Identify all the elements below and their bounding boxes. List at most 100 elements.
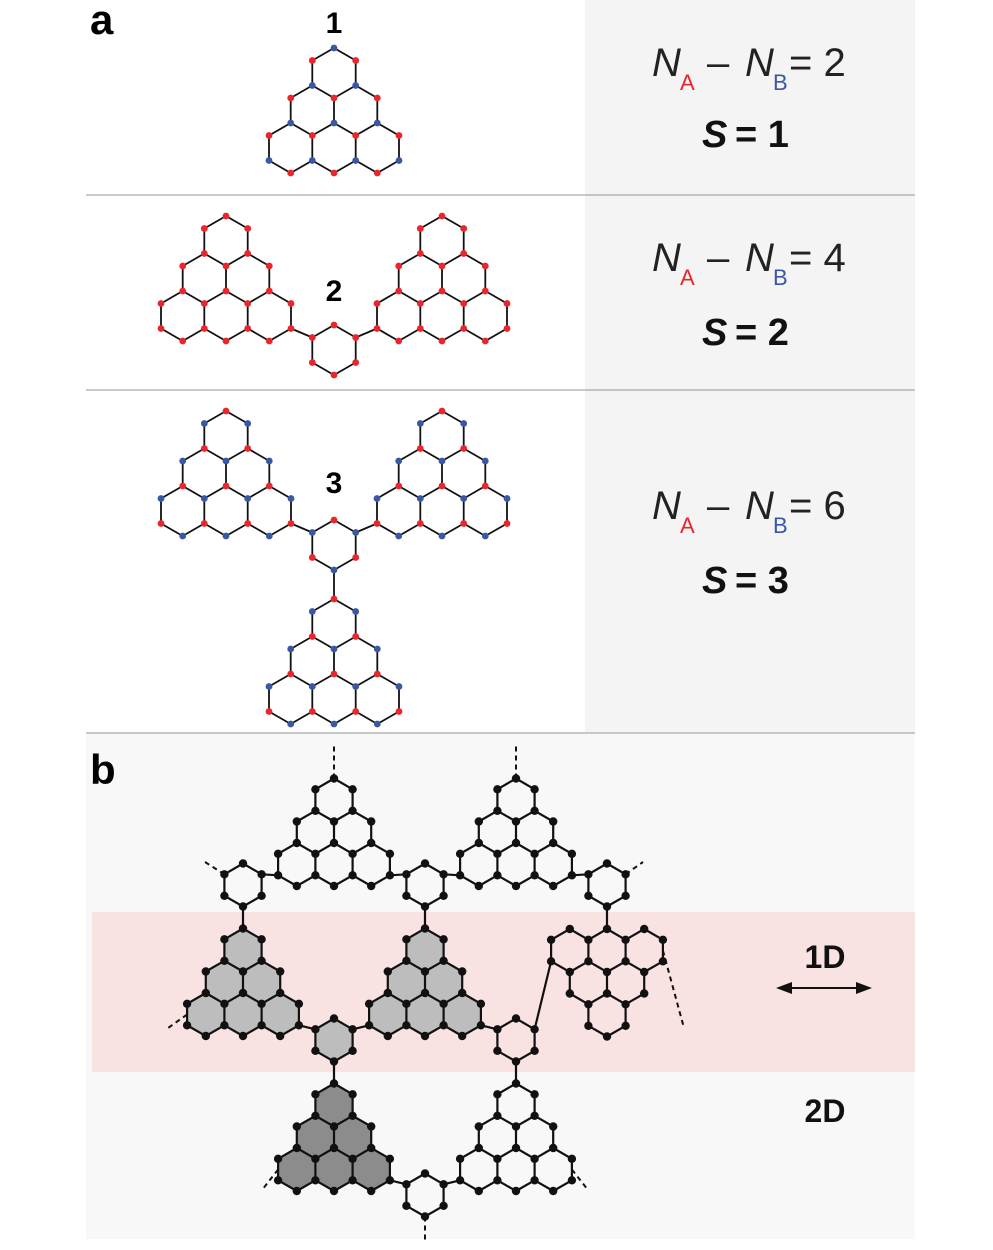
- atom: [220, 891, 229, 900]
- atom: [265, 337, 273, 345]
- atom: [348, 1090, 357, 1099]
- atom: [493, 1090, 502, 1099]
- atom: [348, 1176, 357, 1185]
- atom: [222, 407, 230, 415]
- atom: [439, 999, 448, 1008]
- atom: [460, 225, 468, 232]
- atom: [438, 457, 446, 465]
- atom: [439, 1201, 448, 1211]
- bond: [203, 410, 227, 425]
- atom: [265, 482, 273, 490]
- bond: [289, 673, 314, 688]
- bond: [354, 84, 379, 99]
- nb-symbol: N: [745, 484, 774, 528]
- bond: [268, 159, 292, 174]
- atom: [330, 94, 338, 102]
- minus-sign: –: [707, 41, 730, 85]
- atom: [157, 495, 165, 502]
- atom: [348, 849, 357, 858]
- atom: [294, 1021, 304, 1030]
- atom: [395, 157, 403, 164]
- atom: [474, 1143, 483, 1153]
- atom: [257, 870, 266, 879]
- atom: [329, 1143, 339, 1153]
- bond: [462, 522, 487, 537]
- bond: [311, 710, 335, 725]
- atom: [402, 870, 411, 879]
- atom: [530, 871, 539, 880]
- atom: [373, 520, 381, 527]
- bond: [333, 361, 357, 376]
- bond: [397, 485, 422, 500]
- atom: [416, 445, 424, 452]
- bond: [376, 159, 400, 174]
- bond: [225, 485, 249, 500]
- atom: [416, 420, 424, 427]
- atom: [460, 325, 468, 332]
- bond: [225, 252, 249, 267]
- atom: [481, 287, 489, 295]
- atom: [257, 999, 266, 1008]
- atom: [352, 608, 360, 615]
- atom: [474, 1186, 483, 1196]
- bond: [268, 522, 292, 537]
- atom: [511, 1186, 521, 1196]
- atom: [458, 1031, 467, 1041]
- hexagon-ring-fill: [315, 1148, 353, 1191]
- bond: [311, 84, 335, 99]
- bond: [225, 522, 249, 537]
- atom: [511, 1079, 521, 1088]
- atom: [220, 935, 229, 944]
- atom: [402, 891, 411, 900]
- atom: [329, 1014, 339, 1023]
- atom: [330, 321, 338, 329]
- atom: [602, 989, 612, 998]
- atom: [308, 132, 316, 139]
- atom: [438, 337, 446, 345]
- atom: [222, 457, 230, 465]
- atom: [395, 457, 403, 465]
- molecule-label-3: 3: [326, 467, 343, 500]
- bond: [203, 252, 227, 267]
- atom: [503, 300, 511, 307]
- atom: [311, 849, 320, 858]
- atom: [348, 785, 357, 794]
- atom: [373, 720, 381, 728]
- atom: [460, 300, 468, 307]
- bond: [333, 159, 357, 174]
- atom: [549, 1122, 558, 1131]
- atom: [364, 1021, 374, 1030]
- atom: [640, 989, 649, 998]
- bond: [290, 522, 314, 534]
- bond: [419, 252, 443, 267]
- bond: [333, 710, 357, 725]
- na-subscript: A: [680, 513, 695, 538]
- spin-value: = 2: [735, 312, 789, 354]
- bond: [311, 598, 335, 613]
- bond: [441, 410, 465, 425]
- atom: [352, 82, 360, 89]
- atom: [565, 989, 574, 998]
- atom: [311, 1025, 320, 1034]
- atom: [530, 849, 539, 858]
- bond: [484, 522, 508, 537]
- atom: [287, 94, 295, 102]
- atom: [200, 225, 208, 232]
- atom: [420, 1169, 430, 1178]
- atom: [439, 935, 448, 944]
- hexagon-ring-fill: [315, 1083, 353, 1127]
- atom: [602, 924, 612, 934]
- atom: [546, 935, 556, 944]
- minus-sign: –: [707, 236, 730, 280]
- atom: [402, 1180, 411, 1189]
- bond: [462, 290, 487, 305]
- difference-value: = 4: [789, 236, 846, 280]
- bond: [268, 327, 292, 342]
- atom: [330, 670, 338, 678]
- atom: [373, 495, 381, 502]
- atom: [383, 1031, 392, 1041]
- atom: [511, 774, 521, 783]
- bond: [160, 327, 184, 342]
- atom: [265, 157, 273, 164]
- atom: [493, 871, 502, 880]
